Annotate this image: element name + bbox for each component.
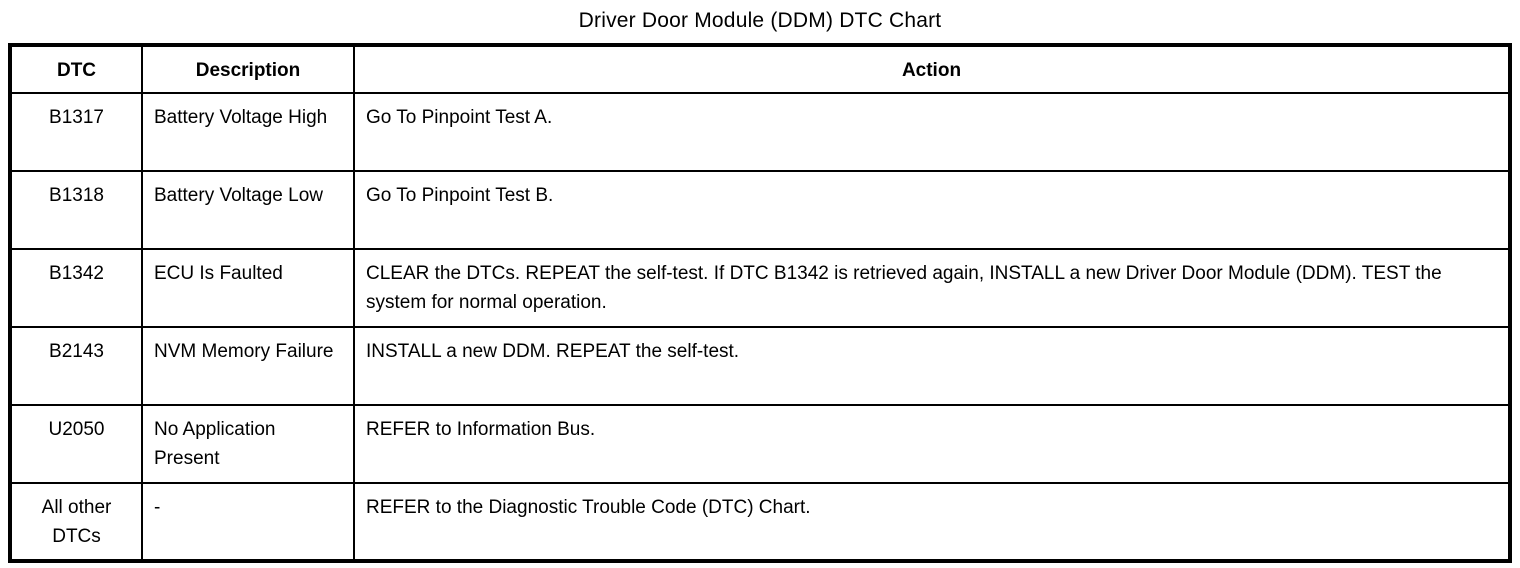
dtc-table: DTC Description Action B1317 Battery Vol… <box>8 43 1512 563</box>
table-row: U2050 No Application Present REFER to In… <box>9 404 1511 484</box>
column-header-action: Action <box>353 44 1511 94</box>
dtc-action: Go To Pinpoint Test A. <box>353 92 1511 172</box>
dtc-code: All other DTCs <box>9 482 143 562</box>
dtc-description: No Application Present <box>141 404 355 484</box>
dtc-code: B1318 <box>9 170 143 250</box>
dtc-code: B1342 <box>9 248 143 328</box>
table-row: All other DTCs - REFER to the Diagnostic… <box>9 482 1511 562</box>
dtc-action: INSTALL a new DDM. REPEAT the self-test. <box>353 326 1511 406</box>
dtc-action: REFER to the Diagnostic Trouble Code (DT… <box>353 482 1511 562</box>
page-title: Driver Door Module (DDM) DTC Chart <box>578 9 942 32</box>
dtc-description: Battery Voltage Low <box>141 170 355 250</box>
dtc-action: REFER to Information Bus. <box>353 404 1511 484</box>
dtc-description: NVM Memory Failure <box>141 326 355 406</box>
table-header-row: DTC Description Action <box>9 44 1511 94</box>
dtc-description: Battery Voltage High <box>141 92 355 172</box>
dtc-description: - <box>141 482 355 562</box>
table-row: B2143 NVM Memory Failure INSTALL a new D… <box>9 326 1511 406</box>
dtc-code: B1317 <box>9 92 143 172</box>
dtc-description: ECU Is Faulted <box>141 248 355 328</box>
table-row: B1317 Battery Voltage High Go To Pinpoin… <box>9 92 1511 172</box>
dtc-action: Go To Pinpoint Test B. <box>353 170 1511 250</box>
table-row: B1342 ECU Is Faulted CLEAR the DTCs. REP… <box>9 248 1511 328</box>
dtc-code: U2050 <box>9 404 143 484</box>
dtc-code: B2143 <box>9 326 143 406</box>
table-row: B1318 Battery Voltage Low Go To Pinpoint… <box>9 170 1511 250</box>
column-header-description: Description <box>141 44 355 94</box>
dtc-action: CLEAR the DTCs. REPEAT the self-test. If… <box>353 248 1511 328</box>
column-header-dtc: DTC <box>9 44 143 94</box>
